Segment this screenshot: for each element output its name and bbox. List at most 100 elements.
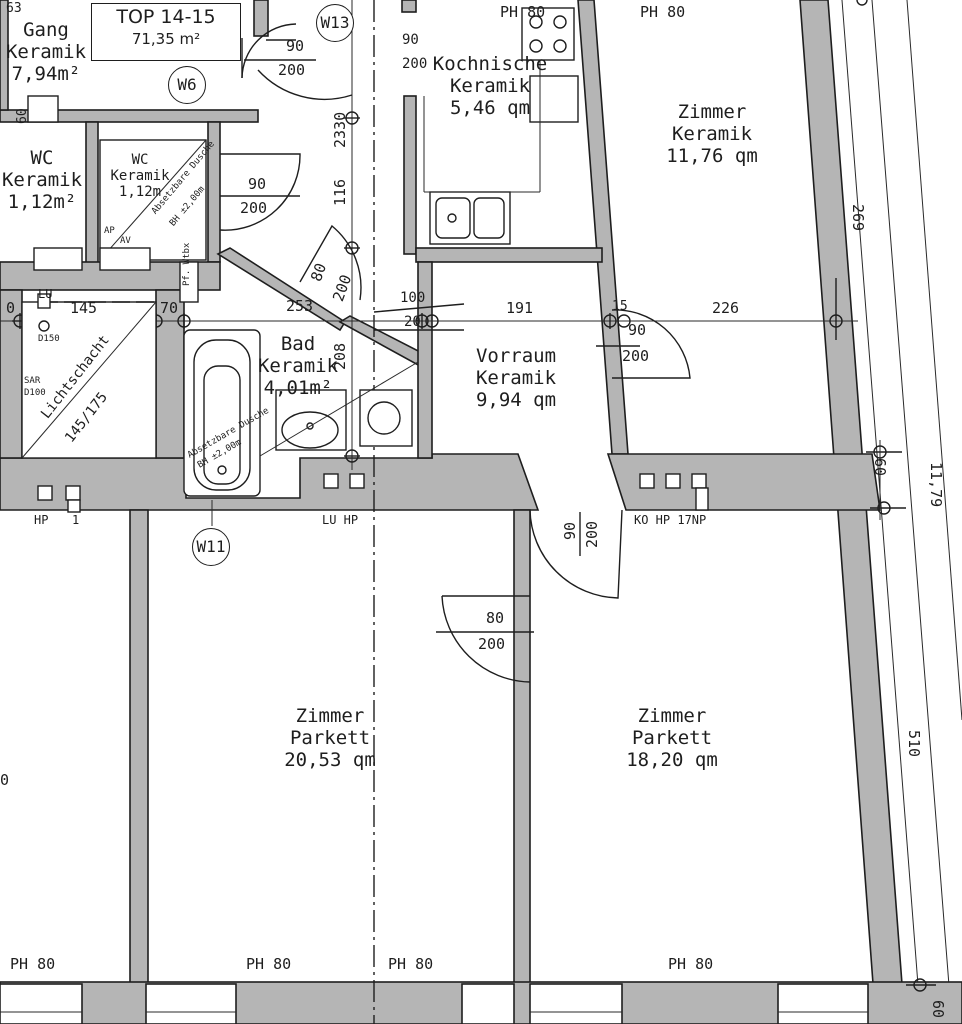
room-name: WC xyxy=(131,152,149,168)
label-lu: LU xyxy=(38,287,53,301)
room-area: 5,46 qm xyxy=(449,96,531,119)
room-floor: Keramik xyxy=(110,168,170,185)
kitchen-fixtures xyxy=(423,7,579,245)
dim-door-90-a: 90 xyxy=(286,37,305,55)
room-bad: Bad Keramik 4,01m² xyxy=(257,333,339,400)
label-ph80-bottom-4: PH 80 xyxy=(668,955,714,973)
room-name: Vorraum xyxy=(475,345,557,367)
dim-253: 253 xyxy=(286,297,314,315)
room-area: 9,94 qm xyxy=(475,388,557,411)
dim-0: 0 xyxy=(6,299,16,317)
label-ap: AP xyxy=(104,226,115,236)
wc-note-3: Pf. Wtbx xyxy=(182,242,192,286)
wall-gang-bottom xyxy=(0,109,259,123)
wall-kitchen-left xyxy=(403,95,417,255)
room-area: 7,94m² xyxy=(11,62,81,85)
exterior-wall-right xyxy=(799,0,906,1024)
sockets xyxy=(37,473,709,513)
dim-11-79: 11,79 xyxy=(927,462,945,508)
wall-top-stub xyxy=(401,0,417,13)
facade-line-1 xyxy=(841,0,922,1024)
dim-door-90-vorraum: 90 xyxy=(561,521,579,540)
marker-w11: W11 xyxy=(192,528,230,566)
marker-w6: W6 xyxy=(168,66,206,104)
room-floor: Parkett xyxy=(631,726,713,749)
dim-145: 145 xyxy=(70,299,98,317)
facade-line-3 xyxy=(906,0,962,721)
dim-60-bottom: 60 xyxy=(929,1000,947,1019)
room-name: WC xyxy=(30,147,54,169)
door-swings xyxy=(219,23,691,683)
dim-116: 116 xyxy=(331,178,349,206)
dimension-ticks xyxy=(12,0,936,992)
dim-70: 70 xyxy=(160,299,179,317)
room-zimmer-bottom-right: Zimmer Parkett 18,20 qm xyxy=(626,705,718,772)
label-ph80-bottom-2: PH 80 xyxy=(246,955,292,973)
room-kochnische: Kochnische Keramik 5,46 qm xyxy=(432,53,548,120)
label-ko-hp: KO HP 17NP xyxy=(634,513,707,527)
label-one: 1 xyxy=(72,513,80,527)
room-name: Zimmer xyxy=(677,101,747,123)
label-ph80-bottom-3: PH 80 xyxy=(388,955,434,973)
unit-title: TOP 14-15 xyxy=(116,6,216,28)
room-area: 11,76 qm xyxy=(666,144,758,167)
dim-15: 15 xyxy=(612,299,628,314)
dim-63: 63 xyxy=(6,1,22,16)
room-area: 18,20 qm xyxy=(626,748,718,771)
facade-line-2 xyxy=(871,0,953,1024)
wall-kitchen-bottom xyxy=(415,247,603,263)
wall-wc-divider xyxy=(85,121,99,271)
room-gang: Gang Keramik 7,94m² xyxy=(5,19,87,86)
wall-bad-diagonal xyxy=(216,247,347,332)
dim-door-80-zimmer: 80 xyxy=(486,609,505,627)
label-ph80-top-a: PH 80 xyxy=(500,3,546,21)
bath-fixtures xyxy=(183,329,419,497)
label-ph80-bottom-1: PH 80 xyxy=(10,955,56,973)
room-zimmer-bottom-mid: Zimmer Parkett 20,53 qm xyxy=(284,705,376,772)
dim-269: 269 xyxy=(849,204,867,232)
dim-100: 100 xyxy=(400,290,426,306)
wall-top-left-stub xyxy=(253,0,269,37)
unit-area: 71,35 m² xyxy=(131,30,201,48)
dim-60-left: 60 xyxy=(15,108,30,124)
room-wc1: WC Keramik 1,12m² xyxy=(1,147,83,214)
wall-bottom-middle xyxy=(513,509,531,989)
label-d150: D150 xyxy=(38,334,60,344)
room-area: 1,12m² xyxy=(7,190,77,213)
label-lu-hp: LU HP xyxy=(322,513,359,527)
wc-fixtures xyxy=(27,95,207,303)
room-name: Kochnische xyxy=(432,53,548,75)
dim-2330: 2330 xyxy=(331,111,349,148)
room-area: 1,12m xyxy=(118,184,162,201)
marker-w13: W13 xyxy=(316,4,354,42)
room-floor: Keramik xyxy=(257,354,339,377)
room-zimmer-top-right: Zimmer Keramik 11,76 qm xyxy=(666,101,758,168)
dim-226: 226 xyxy=(712,299,740,317)
dim-door-200-zimmer: 200 xyxy=(622,347,650,365)
dim-door-200-vorraum: 200 xyxy=(583,520,601,548)
dim-60-right: 60 xyxy=(871,458,889,477)
dim-door-200-zimmer2: 200 xyxy=(478,635,506,653)
room-floor: Keramik xyxy=(449,74,531,97)
room-floor: Keramik xyxy=(671,122,753,145)
window-bottom-5 xyxy=(777,983,869,1024)
room-floor: Keramik xyxy=(5,40,87,63)
dim-door-200-kitchen: 200 xyxy=(402,56,428,72)
dim-door-90-kitchen: 90 xyxy=(402,32,419,48)
room-floor: Keramik xyxy=(1,168,83,191)
room-area: 20,53 qm xyxy=(284,748,376,771)
label-d100-small: D100 xyxy=(24,388,46,398)
dim-0-left: 0 xyxy=(0,771,10,789)
dim-20: 20 xyxy=(404,314,421,330)
wall-kitchen-zimmer xyxy=(577,0,629,455)
wall-left-edge xyxy=(0,0,9,111)
room-name: Zimmer xyxy=(637,705,707,727)
wall-bottom-left xyxy=(129,509,149,989)
dim-191: 191 xyxy=(506,299,534,317)
label-av: AV xyxy=(120,236,131,246)
wall-vorraum-left xyxy=(417,261,433,459)
label-hp: HP xyxy=(34,513,49,527)
room-floor: Parkett xyxy=(289,726,371,749)
lichtschacht xyxy=(21,293,157,459)
